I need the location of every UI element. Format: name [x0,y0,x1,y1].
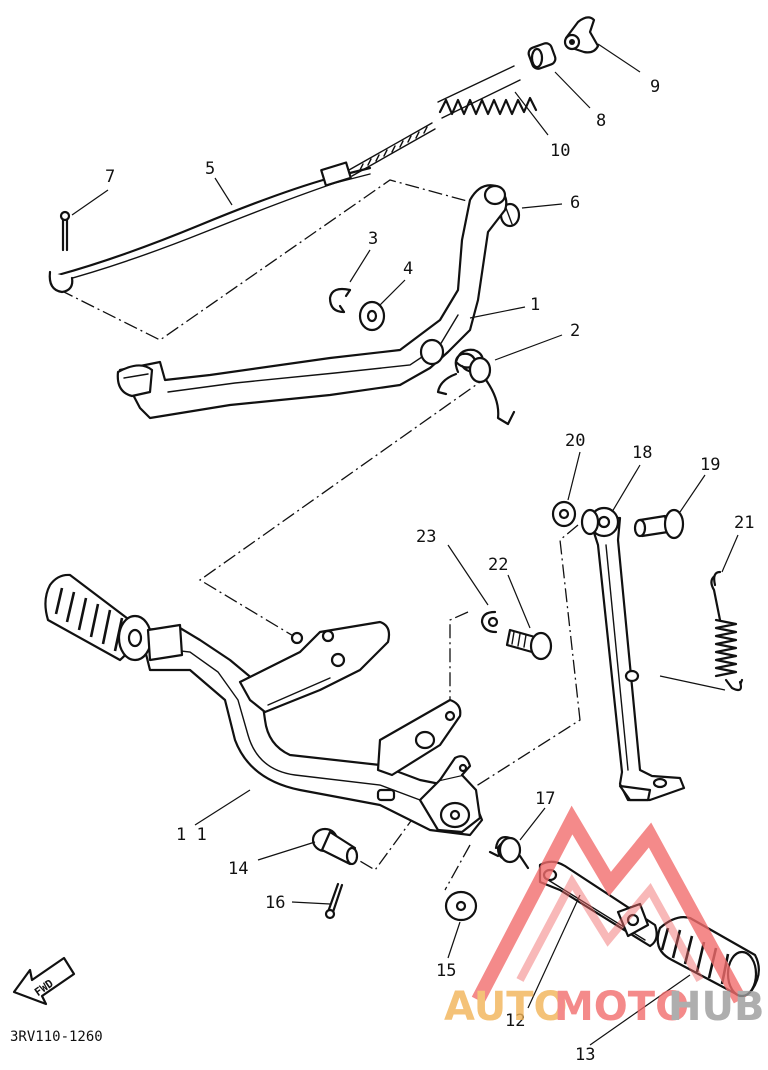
label-part-16: 16 [265,893,285,913]
label-part-8: 8 [596,111,606,131]
label-part-17: 17 [535,789,555,809]
leader-lines [71,43,739,1046]
return-spring [436,348,516,426]
washer [358,300,386,332]
watermark-text-auto: AUTO [444,984,568,1030]
label-part-9: 9 [650,77,660,97]
diagram-code: 3RV110-1260 [10,1029,103,1045]
side-stand [580,506,686,802]
part-labels: 9 8 10 5 7 6 3 4 1 2 20 18 19 21 23 22 1… [105,77,754,1065]
footrest-bar [44,573,484,837]
label-part-6: 6 [570,193,580,213]
label-part-22: 22 [488,555,508,575]
brake-pedal [116,184,508,420]
label-part-1: 1 [530,295,540,315]
footrest-spring [488,836,530,870]
cotter-pin [59,210,71,252]
assembly-guide-lines [59,179,581,891]
watermark-text-hub: HUB [668,984,764,1030]
label-part-12: 12 [505,1011,525,1031]
label-part-4: 4 [403,259,413,279]
pivot-pin [311,827,359,866]
label-part-7: 7 [105,167,115,187]
bracket-circlip [480,610,499,634]
label-part-20: 20 [565,431,585,451]
fwd-arrow-icon: FWD [12,956,76,1006]
label-part-10: 10 [550,141,570,161]
label-part-13: 13 [575,1045,595,1065]
small-cotter-pin [324,882,344,920]
label-part-14: 14 [228,859,248,879]
bracket-bolt [505,628,553,661]
footrest-washer [444,890,478,922]
label-part-15: 15 [436,961,456,981]
label-part-11: 1 1 [176,825,207,845]
watermark-text-moto: MOTO [554,984,689,1030]
stand-spring [710,570,744,692]
label-part-19: 19 [700,455,720,475]
rod-spring [437,65,538,119]
label-part-21: 21 [734,513,754,533]
brake-rod [48,122,436,294]
label-part-2: 2 [570,321,580,341]
label-part-23: 23 [416,527,436,547]
label-part-18: 18 [632,443,652,463]
label-part-3: 3 [368,229,378,249]
circlip [328,287,352,314]
stand-nut [551,500,577,528]
wing-nut [563,16,600,54]
joint-pivot [527,42,557,70]
stand-bolt [633,508,685,540]
automotohub-watermark-logo: AUTO MOTO HUB [444,805,764,1030]
label-part-5: 5 [205,159,215,179]
